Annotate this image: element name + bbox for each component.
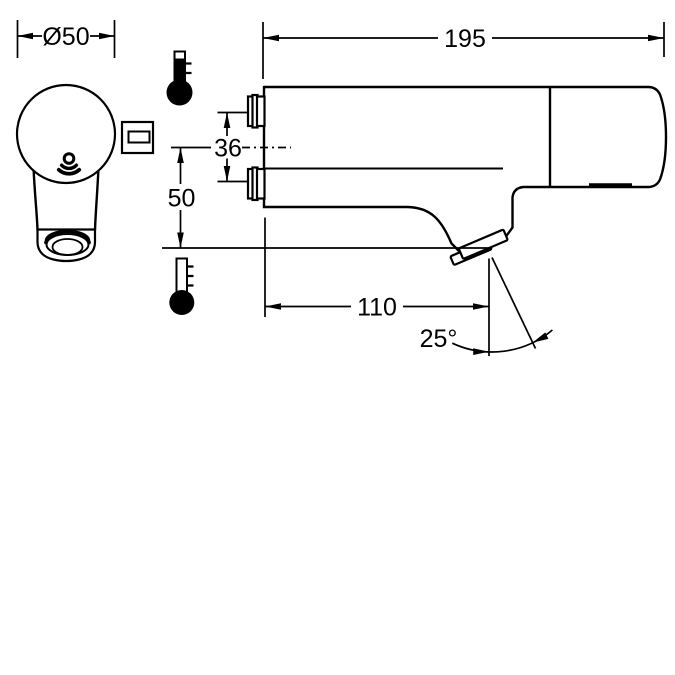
len-label: 195 — [444, 25, 486, 53]
dimension-head-diameter: Ø50 — [16, 20, 116, 58]
drop-label: 50 — [168, 185, 196, 213]
dimension-body-length: 195 — [262, 22, 665, 79]
aerator-rim-arc — [44, 229, 91, 242]
aerator-dot-right — [87, 240, 91, 245]
reach-arrow-right — [473, 303, 489, 310]
front-outlet — [36, 228, 97, 263]
side-view — [242, 85, 668, 266]
aerator-dot-left — [44, 240, 48, 245]
faucet-head-circle — [15, 83, 117, 185]
front-view — [15, 83, 155, 263]
spacing-arrow-down — [223, 166, 231, 182]
drop-arrow-down — [177, 232, 184, 248]
dimension-spout-reach: 110 — [264, 217, 490, 356]
cold-thermometer-icon — [169, 257, 195, 315]
angle-label: 25° — [420, 325, 458, 353]
aerator-face — [51, 238, 84, 256]
side-tab — [120, 120, 155, 155]
dia-label: Ø50 — [42, 23, 89, 51]
aerator-housing-bar — [458, 228, 509, 260]
len-extension-lines — [262, 22, 665, 79]
side-spout-underside — [262, 85, 469, 257]
dimension-inlet-spacing: 36 — [214, 111, 247, 183]
hot-bulb — [166, 79, 193, 106]
sensor-arc-outer — [56, 167, 82, 176]
len-arrow-right — [648, 34, 664, 42]
front-body-right-edge — [93, 166, 100, 232]
hot-tick-marks — [185, 62, 192, 75]
cold-stem-outline — [175, 257, 188, 294]
sensor-icon — [56, 152, 82, 176]
spacing-arrow-up — [223, 112, 231, 128]
sensor-dot — [62, 152, 76, 165]
sensor-arc-inner — [59, 163, 79, 171]
cold-bulb — [169, 290, 195, 315]
inlet-connector-top — [246, 93, 266, 129]
side-tab-slot — [127, 130, 151, 144]
angle-arrow-left — [473, 348, 489, 355]
angle-arrow-right — [532, 332, 549, 343]
hot-thermometer-icon — [166, 50, 193, 106]
inlet-bottom-body — [255, 167, 266, 200]
dia-arrow-left — [17, 32, 33, 40]
len-arrow-left — [263, 34, 279, 42]
spacing-label: 36 — [214, 135, 242, 163]
cold-tick-marks — [187, 265, 194, 287]
drop-arrow-up — [177, 147, 184, 163]
inlet-connector-bottom — [246, 166, 266, 202]
dia-extension-lines — [16, 20, 116, 58]
front-body-left-edge — [32, 166, 39, 232]
side-body-outline — [262, 85, 668, 238]
hot-stem-fill — [174, 58, 185, 89]
reach-arrow-left — [265, 303, 281, 310]
dimension-spray-angle: 25° — [420, 257, 553, 355]
angle-ray-line — [491, 257, 537, 349]
spacing-extension-lines — [217, 111, 247, 183]
dia-arrow-right — [99, 32, 115, 40]
inlet-top-body — [255, 95, 266, 128]
reach-label: 110 — [357, 294, 397, 322]
dimension-outlet-drop: 50 — [162, 146, 490, 249]
